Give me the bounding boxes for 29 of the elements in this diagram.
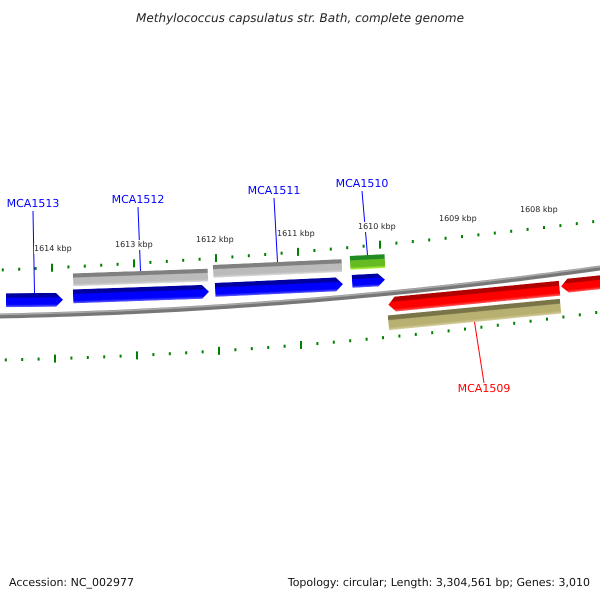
forward-gene-feature	[6, 292, 64, 308]
feature-bar	[212, 259, 342, 278]
accession-text: Accession: NC_002977	[9, 575, 134, 591]
gene-label: MCA1510	[333, 177, 391, 191]
tick-label: 1612 kbp	[196, 235, 234, 245]
title: Methylococcus capsulatus str. Bath, complete genome	[135, 10, 465, 27]
leader-line	[32, 210, 35, 294]
feature-bar	[72, 268, 208, 286]
reverse-gene-feature	[388, 280, 560, 312]
gene-label: MCA1509	[455, 382, 513, 396]
forward-gene-feature	[72, 284, 210, 304]
leader-line	[274, 198, 278, 262]
tick-label: 1608 kbp	[520, 205, 558, 215]
feature-bar	[388, 298, 562, 330]
tick-label: 1614 kbp	[34, 244, 72, 254]
gene-label: MCA1513	[4, 197, 62, 211]
feature-bar	[350, 254, 386, 270]
forward-gene-feature	[214, 277, 344, 297]
gene-label: MCA1511	[245, 184, 303, 198]
tick-label: 1613 kbp	[115, 240, 153, 250]
leader-line	[138, 206, 141, 272]
gene-label: MCA1512	[109, 193, 167, 207]
reverse-gene-feature	[560, 274, 600, 294]
leader-line	[474, 322, 484, 384]
genome-info-text: Topology: circular; Length: 3,304,561 bp; Genes: 3,010	[288, 575, 590, 591]
forward-gene-feature	[352, 273, 386, 288]
tick-label: 1611 kbp	[277, 229, 315, 239]
tick-label: 1609 kbp	[439, 214, 477, 224]
tick-label: 1610 kbp	[358, 222, 396, 232]
